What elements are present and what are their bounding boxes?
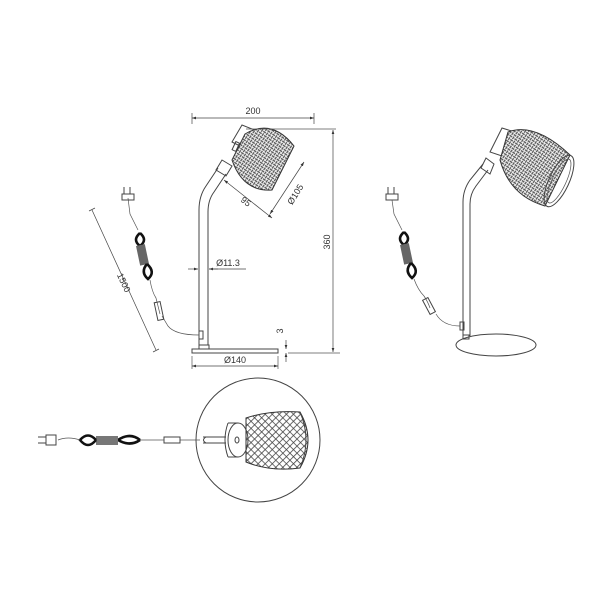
side-view: 200 360 95 Ø105 Ø11.3 [88,106,340,369]
perspective-view [385,127,575,357]
dimension-base-thickness: 3 [275,328,288,362]
lamp-shade [231,124,295,191]
dimension-stem-diameter: Ø11.3 [188,258,246,271]
label-cable-length: 1500 [115,272,133,294]
power-cable [121,187,165,322]
label-base-thickness: 3 [275,328,285,333]
top-view [38,377,321,503]
dimension-width: 200 [191,106,315,124]
label-shade-depth: 95 [239,195,253,209]
lamp-stem [198,167,219,345]
label-stem-diameter: Ø11.3 [216,258,240,268]
perspective-base [455,333,537,357]
dimension-shade-depth: 95 [223,179,273,219]
dimension-base-diameter: Ø140 [191,355,279,369]
lamp-base [191,348,279,354]
label-height: 360 [322,234,332,249]
label-base-diameter: Ø140 [224,355,246,365]
label-width: 200 [245,106,260,116]
dimension-height: 360 [246,128,340,354]
